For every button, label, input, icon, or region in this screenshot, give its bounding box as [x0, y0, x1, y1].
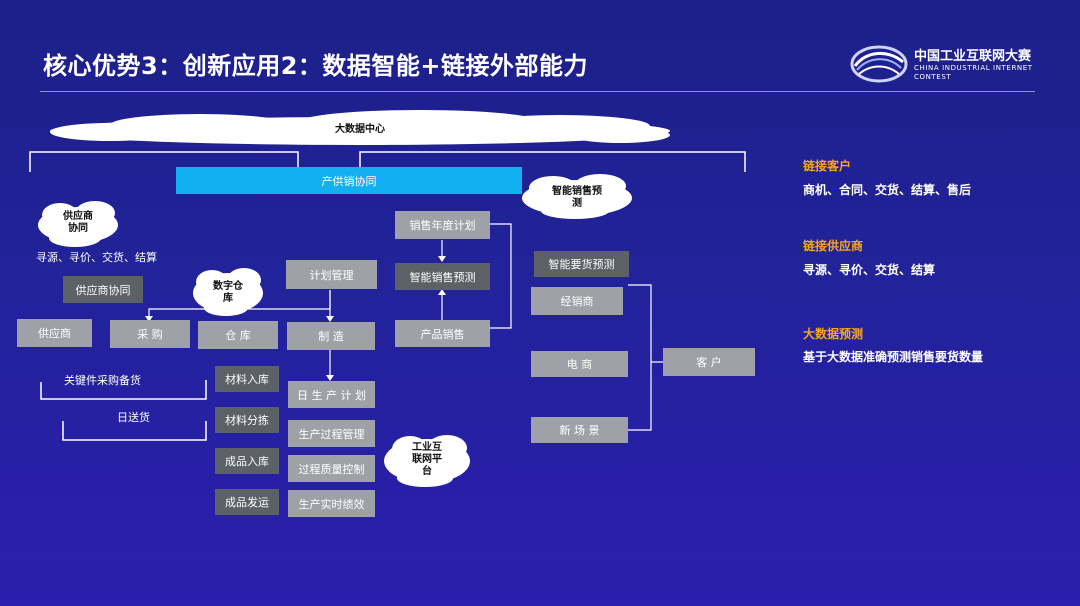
manufacture-box: 制 造: [287, 322, 375, 350]
logo-subtitle: CHINA INDUSTRIAL INTERNET CONTEST: [914, 64, 1033, 81]
realtime-kpi-box: 生产实时绩效: [288, 490, 375, 517]
product-sales-box: 产品销售: [395, 320, 490, 347]
annual-sales-plan-box: 销售年度计划: [395, 211, 490, 239]
supply-sales-collab-bar: 产供销协同: [176, 167, 522, 194]
product-ship-box: 成品发运: [215, 489, 279, 515]
purchase-box: 采 购: [110, 320, 190, 348]
new-scene-box: 新 场 景: [531, 417, 628, 443]
customer-box: 客 户: [663, 348, 755, 376]
smart-sales-forecast-cloud-label: 智能销售预 测: [552, 186, 602, 209]
side-text-bigdata: 基于大数据准确预测销售要货数量: [803, 350, 984, 364]
side-text-customers: 商机、合同、交货、结算、售后: [803, 183, 972, 197]
side-heading-bigdata: 大数据预测: [803, 327, 864, 341]
smart-demand-forecast-box: 智能要货预测: [534, 251, 629, 277]
product-in-box: 成品入库: [215, 448, 279, 474]
contest-logo-icon: [850, 45, 908, 83]
title-divider: [40, 91, 1035, 92]
process-mgmt-box: 生产过程管理: [288, 420, 375, 447]
side-heading-suppliers: 链接供应商: [803, 239, 864, 253]
daily-delivery-label: 日送货: [117, 411, 150, 424]
iiot-platform-cloud-label: 工业互 联网平 台: [412, 442, 442, 477]
big-data-center-label: 大数据中心: [335, 124, 385, 135]
supplier-collab-box: 供应商协同: [63, 276, 143, 303]
distributor-box: 经销商: [531, 287, 623, 315]
key-parts-label: 关键件采购备货: [64, 374, 141, 387]
supplier-box: 供应商: [17, 319, 92, 347]
plan-mgmt-box: 计划管理: [286, 260, 377, 289]
material-sort-box: 材料分拣: [215, 407, 279, 433]
ecommerce-box: 电 商: [531, 351, 628, 377]
warehouse-box: 仓 库: [198, 321, 278, 349]
big-data-cloud-shape: [50, 110, 670, 145]
page-title: 核心优势3：创新应用2：数据智能+链接外部能力: [43, 52, 589, 80]
logo-title: 中国工业互联网大赛: [914, 49, 1032, 64]
side-heading-customers: 链接客户: [803, 159, 852, 173]
supplier-collab-cloud-label: 供应商 协同: [63, 211, 93, 234]
digital-warehouse-cloud-label: 数字仓 库: [213, 281, 243, 304]
side-text-suppliers: 寻源、寻价、交货、结算: [803, 263, 936, 277]
quality-ctrl-box: 过程质量控制: [288, 455, 375, 482]
smart-sales-forecast-box: 智能销售预测: [395, 263, 490, 290]
daily-plan-box: 日 生 产 计 划: [288, 381, 375, 408]
material-in-box: 材料入库: [215, 366, 279, 392]
supplier-tasks-label: 寻源、寻价、交货、结算: [36, 251, 157, 264]
